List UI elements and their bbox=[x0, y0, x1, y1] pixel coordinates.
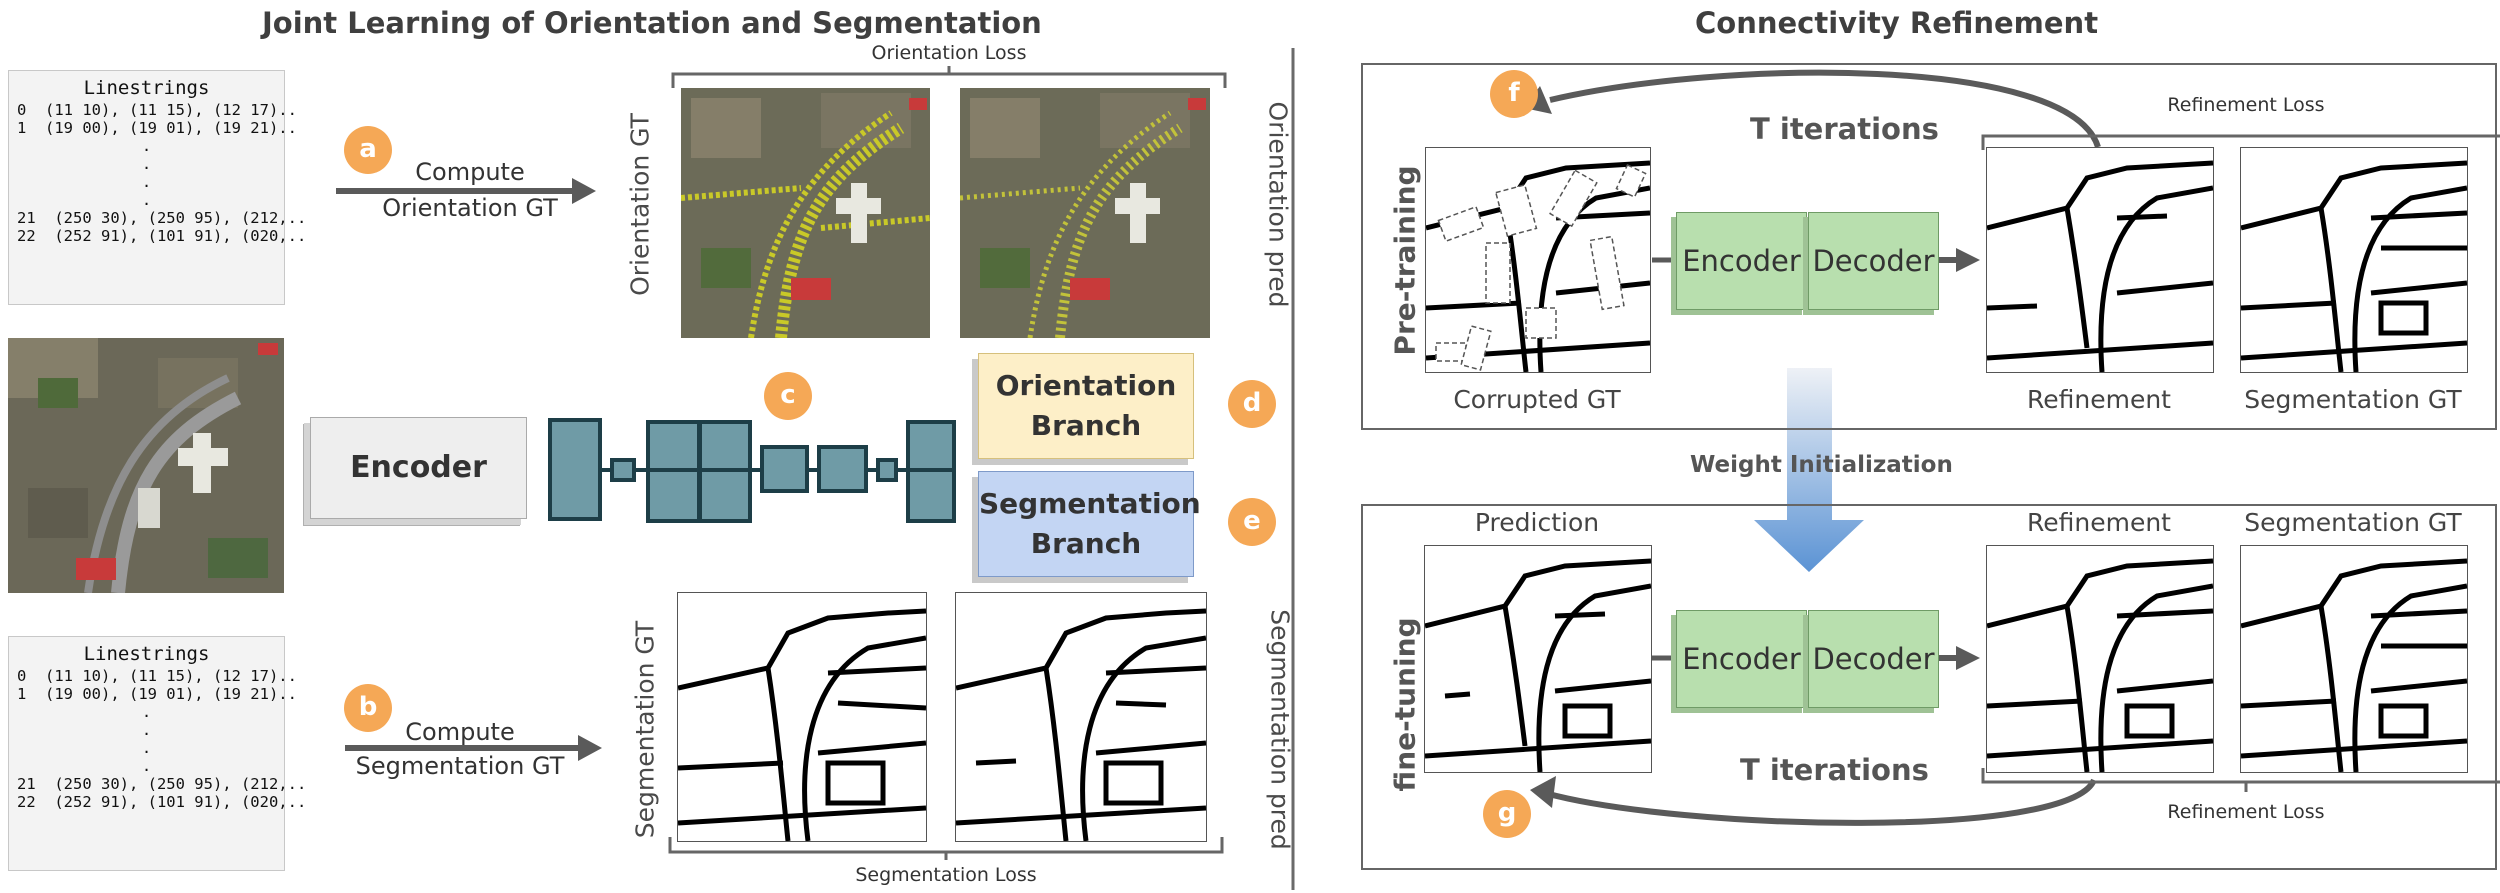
orientation-loss-label: Orientation Loss bbox=[871, 42, 1027, 64]
network-block bbox=[906, 420, 956, 472]
finetune-segmentation-gt-image bbox=[2240, 545, 2468, 773]
segmentation-gt-vertical-label: Segmentation GT bbox=[630, 620, 660, 839]
marker-c: c bbox=[764, 372, 812, 420]
network-block bbox=[646, 420, 701, 472]
linestrings-header: Linestrings bbox=[83, 77, 210, 99]
linestring-line: 21 (250 30), (250 95), (212,.. bbox=[17, 775, 307, 793]
network-block bbox=[760, 445, 809, 493]
orientation-branch-label-1: Orientation bbox=[995, 369, 1177, 402]
input-aerial-image bbox=[8, 338, 284, 593]
prediction-image bbox=[1424, 545, 1652, 773]
pretrain-segmentation-gt-caption: Segmentation GT bbox=[2244, 385, 2462, 414]
ellipsis-dot: . bbox=[141, 721, 152, 739]
ellipsis-dot: . bbox=[141, 191, 152, 209]
network-block bbox=[646, 468, 701, 523]
compute-orientation-label-2: Orientation GT bbox=[382, 194, 558, 222]
marker-a: a bbox=[344, 126, 392, 174]
ellipsis-dot: . bbox=[141, 739, 152, 757]
orientation-gt-label: Orientation GT bbox=[625, 113, 655, 296]
linestring-line: 1 (19 00), (19 01), (19 21).. bbox=[17, 119, 297, 137]
segmentation-pred-label: Segmentation pred bbox=[1265, 609, 1295, 850]
pretrain-decoder-box: Decoder bbox=[1808, 212, 1939, 310]
finetune-decoder-box: Decoder bbox=[1808, 610, 1939, 708]
linestring-line: 22 (252 91), (101 91), (020,.. bbox=[17, 793, 307, 811]
t-iterations-bottom: T iterations bbox=[1740, 753, 1929, 787]
linestring-line: 0 (11 10), (11 15), (12 17).. bbox=[17, 667, 297, 685]
linestring-line: 22 (252 91), (101 91), (020,.. bbox=[17, 227, 307, 245]
segmentation-gt-image bbox=[677, 592, 927, 842]
finetune-encoder-box: Encoder bbox=[1676, 610, 1807, 708]
compute-segmentation-label-1: Compute bbox=[405, 718, 515, 746]
weight-init-label: Weight Initialization bbox=[1690, 452, 1953, 478]
marker-b: b bbox=[344, 684, 392, 732]
ellipsis-dot: . bbox=[141, 173, 152, 191]
linestring-line: 1 (19 00), (19 01), (19 21).. bbox=[17, 685, 297, 703]
segmentation-loss-label: Segmentation Loss bbox=[855, 864, 1037, 886]
finetuning-label: fine-tuning bbox=[1388, 617, 1422, 792]
pretraining-panel bbox=[1361, 63, 2497, 430]
t-iterations-top: T iterations bbox=[1750, 112, 1939, 146]
linestring-line: 0 (11 10), (11 15), (12 17).. bbox=[17, 101, 297, 119]
orientation-branch-box: Orientation Branch bbox=[978, 353, 1194, 459]
segmentation-branch-box: Segmentation Branch bbox=[978, 471, 1201, 577]
marker-d: d bbox=[1228, 380, 1276, 428]
corrupted-gt-image bbox=[1425, 147, 1651, 373]
prediction-caption: Prediction bbox=[1474, 508, 1600, 537]
compute-orientation-label-1: Compute bbox=[415, 158, 525, 186]
pretraining-label: Pre-training bbox=[1388, 165, 1422, 356]
weight-init-arrow bbox=[1754, 368, 1864, 572]
encoder-box: Encoder bbox=[310, 417, 527, 519]
pretrain-encoder-box: Encoder bbox=[1676, 212, 1807, 310]
pretrain-segmentation-gt-image bbox=[2240, 147, 2468, 373]
encoder-label: Encoder bbox=[350, 450, 487, 485]
right-section-title: Connectivity Refinement bbox=[1695, 6, 2099, 40]
orientation-branch-label-2: Branch bbox=[1030, 409, 1142, 442]
segmentation-branch-label-1: Segmentation bbox=[979, 487, 1201, 520]
network-block bbox=[698, 468, 752, 523]
network-block bbox=[610, 458, 636, 482]
ellipsis-dot: . bbox=[141, 757, 152, 775]
linestrings-top: Linestrings 0 (11 10), (11 15), (12 17).… bbox=[8, 70, 307, 305]
network-block bbox=[698, 420, 752, 472]
network-block bbox=[906, 468, 956, 523]
refinement-loss-top: Refinement Loss bbox=[2167, 94, 2325, 116]
left-section-title: Joint Learning of Orientation and Segmen… bbox=[262, 6, 1042, 40]
network-block bbox=[876, 458, 898, 482]
orientation-loss-brace bbox=[671, 72, 1227, 88]
pretrain-refinement-caption: Refinement bbox=[2027, 385, 2171, 414]
linestrings-bottom: Linestrings 0 (11 10), (11 15), (12 17).… bbox=[8, 636, 307, 871]
pretrain-loop-arrow bbox=[1549, 69, 2101, 148]
pretrain-refinement-image bbox=[1986, 147, 2214, 373]
linestring-line: 21 (250 30), (250 95), (212,.. bbox=[17, 209, 307, 227]
ellipsis-dot: . bbox=[141, 155, 152, 173]
corrupted-gt-caption: Corrupted GT bbox=[1453, 385, 1621, 414]
linestrings-header: Linestrings bbox=[83, 643, 210, 665]
ellipsis-dot: . bbox=[141, 703, 152, 721]
network-block bbox=[548, 418, 602, 521]
finetune-refinement-caption: Refinement bbox=[2027, 508, 2171, 537]
finetuning-panel bbox=[1361, 504, 2497, 870]
orientation-pred-image bbox=[960, 88, 1210, 338]
compute-segmentation-label-2: Segmentation GT bbox=[355, 752, 565, 780]
orientation-gt-image bbox=[681, 88, 930, 338]
refinement-loss-bottom: Refinement Loss bbox=[2167, 801, 2325, 823]
ellipsis-dot: . bbox=[141, 137, 152, 155]
finetune-refinement-image bbox=[1986, 545, 2214, 773]
segmentation-pred-image bbox=[955, 592, 1207, 842]
finetune-loop-arrow bbox=[1544, 778, 2097, 826]
finetune-segmentation-gt-caption: Segmentation GT bbox=[2244, 508, 2462, 537]
segmentation-branch-label-2: Branch bbox=[1030, 527, 1142, 560]
orientation-pred-label: Orientation pred bbox=[1263, 101, 1293, 308]
marker-g: g bbox=[1483, 790, 1531, 838]
marker-f: f bbox=[1490, 70, 1538, 118]
network-block bbox=[817, 445, 868, 493]
marker-e: e bbox=[1228, 498, 1276, 546]
